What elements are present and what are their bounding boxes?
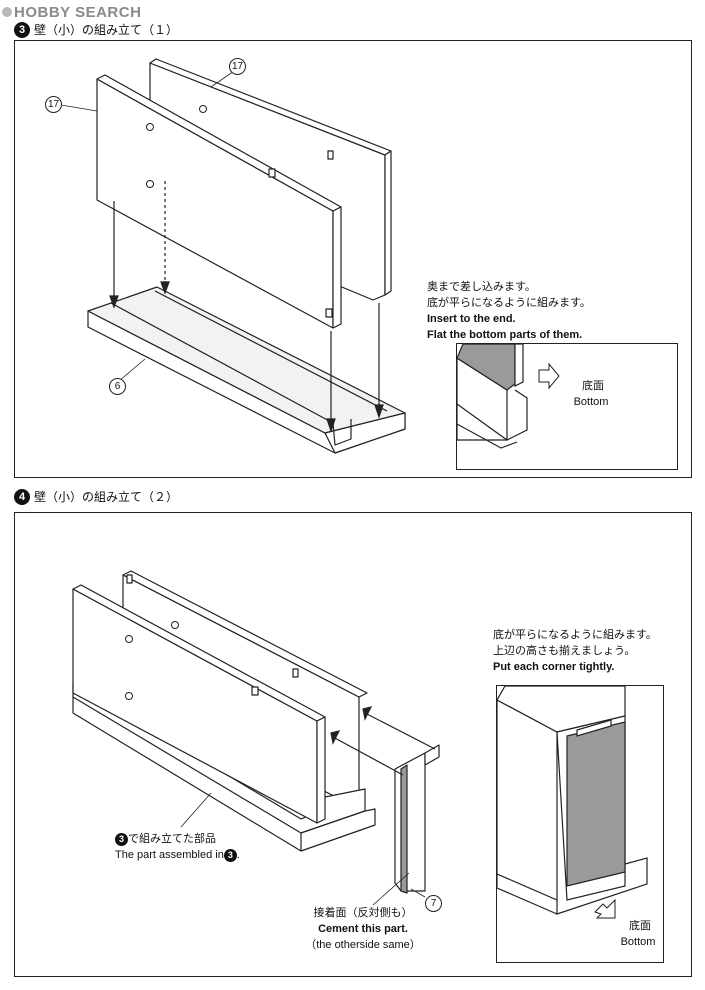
step4-title: 壁（小）の組み立て（２）	[34, 490, 179, 504]
peg-hole	[146, 123, 154, 131]
step4-number-badge: 4	[14, 488, 30, 505]
step4-inset-label-jp: 底面	[629, 920, 651, 932]
step3-note-en2: Flat the bottom parts of them.	[427, 329, 583, 341]
assembled-jp: で組み立てた部品	[128, 833, 216, 845]
peg-hole	[125, 635, 133, 643]
step4-note-jp1: 底が平らになるように組みます。	[493, 629, 657, 641]
logo-text: HOBBY SEARCH	[14, 3, 142, 21]
assembled-en: The part assembled in	[115, 849, 224, 861]
step4-note-jp2: 上辺の高さも揃えましょう。	[493, 645, 636, 657]
part-7-label: 7	[425, 895, 442, 912]
step3-title: 壁（小）の組み立て（１）	[34, 23, 179, 37]
cement-jp: 接着面（反対側も）	[313, 907, 413, 919]
part-17-label-left: 17	[45, 96, 62, 113]
step3-note-en1: Insert to the end.	[427, 313, 516, 325]
step3-inset-label-en: Bottom	[573, 396, 609, 408]
step3-heading: 3 壁（小）の組み立て（１）	[14, 21, 178, 38]
peg-hole	[171, 621, 179, 629]
step3-panel: 17 17 6 奥まで差し込みます。 底が平らになるように組みます。 Inser…	[14, 40, 692, 478]
step4-note-en1: Put each corner tightly.	[493, 661, 615, 673]
assembled-en-end: .	[236, 849, 240, 861]
step3-illustration	[60, 58, 406, 454]
step3-note-jp2: 底が平らになるように組みます。	[427, 297, 591, 309]
peg-hole	[125, 692, 133, 700]
peg-hole	[146, 180, 154, 188]
logo-mark-icon	[2, 7, 12, 17]
cement-en1: Cement this part.	[318, 923, 408, 935]
step3-ref-badge-en: 3	[223, 848, 237, 862]
step4-illustration	[72, 570, 440, 906]
peg-hole	[199, 105, 207, 113]
step4-inset-label-en: Bottom	[620, 936, 656, 948]
bottom-arrow-icon	[538, 362, 560, 390]
step3-detail-inset: 底面 Bottom	[456, 343, 678, 470]
step3-note-jp1: 奥まで差し込みます。	[427, 281, 536, 293]
step3-inset-label-jp: 底面	[582, 380, 604, 392]
part-17-label-right: 17	[229, 58, 246, 75]
cement-en2: （the otherside same）	[305, 939, 421, 951]
step3-note: 奥まで差し込みます。 底が平らになるように組みます。 Insert to the…	[427, 279, 591, 343]
step4-detail-inset: 底面 Bottom	[496, 685, 664, 963]
bottom-arrow-icon	[594, 898, 616, 919]
part-6-label: 6	[109, 378, 126, 395]
hobby-search-logo: HOBBY SEARCH	[2, 3, 142, 21]
step4-heading: 4 壁（小）の組み立て（２）	[14, 488, 178, 505]
cement-label: 接着面（反対側も） Cement this part. （the othersi…	[283, 905, 443, 953]
step3-ref-badge: 3	[115, 832, 128, 846]
step4-note: 底が平らになるように組みます。 上辺の高さも揃えましょう。 Put each c…	[493, 627, 657, 675]
step3-number-badge: 3	[14, 21, 30, 38]
